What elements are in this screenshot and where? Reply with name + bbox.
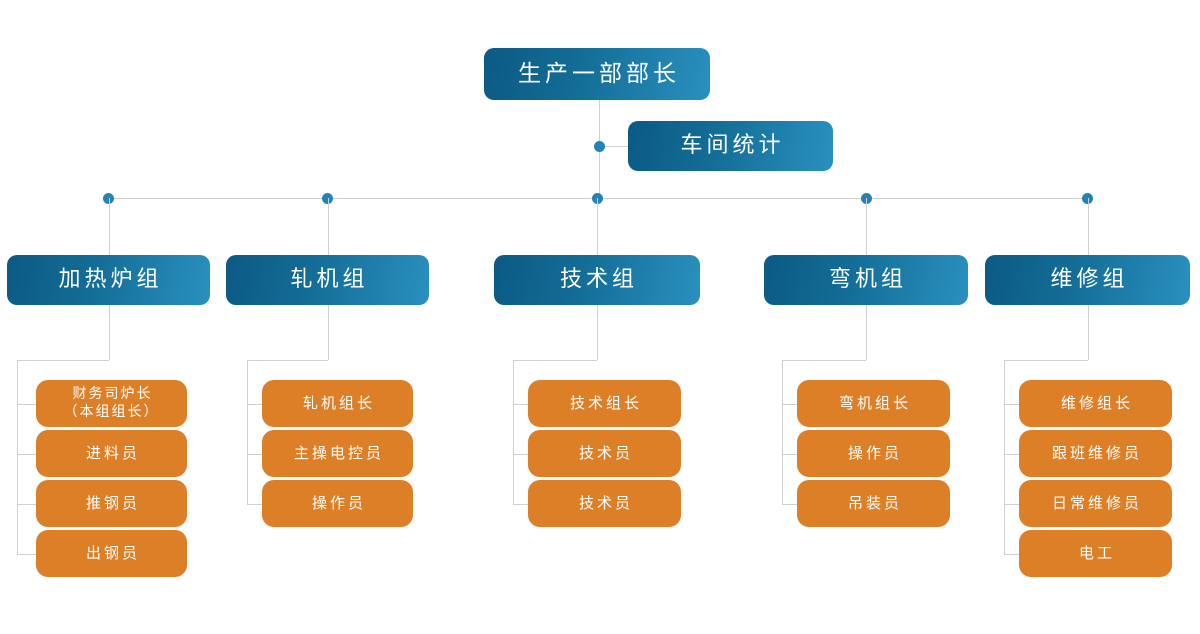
group-member-elbow-3 xyxy=(513,360,597,361)
member-stub-2-3 xyxy=(247,503,262,505)
member-stub-5-3 xyxy=(1004,503,1019,505)
member-spine-3 xyxy=(513,360,514,504)
group-member-drop-2 xyxy=(327,305,329,360)
member-box-1-2[interactable]: 进料员 xyxy=(36,430,187,477)
member-spine-5 xyxy=(1004,360,1005,554)
member-stub-4-1 xyxy=(782,403,797,405)
member-stub-3-2 xyxy=(513,453,528,455)
group-member-elbow-5 xyxy=(1004,360,1088,361)
member-spine-1 xyxy=(17,360,18,554)
aside-node-dot xyxy=(593,140,605,152)
group-drop-line-1 xyxy=(108,198,110,255)
member-box-5-4[interactable]: 电工 xyxy=(1019,530,1172,577)
member-box-1-1[interactable]: 财务司炉长 （本组组长） xyxy=(36,380,187,427)
member-stub-2-2 xyxy=(247,453,262,455)
member-stub-1-1 xyxy=(17,403,36,405)
member-box-3-1[interactable]: 技术组长 xyxy=(528,380,681,427)
group-member-drop-4 xyxy=(866,305,867,360)
member-box-4-2[interactable]: 操作员 xyxy=(797,430,950,477)
member-stub-1-3 xyxy=(17,503,36,505)
member-stub-1-2 xyxy=(17,453,36,455)
member-stub-3-3 xyxy=(513,503,528,505)
group-drop-line-3 xyxy=(597,198,598,255)
member-stub-5-2 xyxy=(1004,453,1019,455)
member-stub-5-1 xyxy=(1004,403,1019,405)
member-box-1-3[interactable]: 推钢员 xyxy=(36,480,187,527)
root-box[interactable]: 生产一部部长 xyxy=(484,48,710,100)
member-box-5-2[interactable]: 跟班维修员 xyxy=(1019,430,1172,477)
group-member-drop-5 xyxy=(1087,305,1089,360)
group-box-5[interactable]: 维修组 xyxy=(985,255,1190,305)
member-spine-2 xyxy=(247,360,248,504)
group-member-elbow-4 xyxy=(782,360,866,361)
member-box-3-2[interactable]: 技术员 xyxy=(528,430,681,477)
member-box-4-1[interactable]: 弯机组长 xyxy=(797,380,950,427)
member-box-4-3[interactable]: 吊装员 xyxy=(797,480,950,527)
group-box-4[interactable]: 弯机组 xyxy=(764,255,968,305)
group-box-1[interactable]: 加热炉组 xyxy=(7,255,210,305)
group-box-2[interactable]: 轧机组 xyxy=(226,255,429,305)
member-box-5-1[interactable]: 维修组长 xyxy=(1019,380,1172,427)
group-member-drop-3 xyxy=(597,305,598,360)
group-box-3[interactable]: 技术组 xyxy=(494,255,700,305)
member-box-2-3[interactable]: 操作员 xyxy=(262,480,413,527)
member-spine-4 xyxy=(782,360,783,504)
aside-box[interactable]: 车间统计 xyxy=(628,121,833,171)
group-member-drop-1 xyxy=(108,305,110,360)
member-stub-2-1 xyxy=(247,403,262,405)
aside-stub-line xyxy=(599,146,628,147)
member-stub-3-1 xyxy=(513,403,528,405)
group-drop-line-4 xyxy=(866,198,867,255)
group-drop-line-2 xyxy=(327,198,329,255)
member-stub-4-3 xyxy=(782,503,797,505)
member-box-2-1[interactable]: 轧机组长 xyxy=(262,380,413,427)
member-box-2-2[interactable]: 主操电控员 xyxy=(262,430,413,477)
group-drop-line-5 xyxy=(1087,198,1089,255)
member-box-5-3[interactable]: 日常维修员 xyxy=(1019,480,1172,527)
member-stub-1-4 xyxy=(17,553,36,555)
member-box-3-3[interactable]: 技术员 xyxy=(528,480,681,527)
group-member-elbow-1 xyxy=(17,360,109,361)
member-box-1-4[interactable]: 出钢员 xyxy=(36,530,187,577)
group-member-elbow-2 xyxy=(247,360,328,361)
member-stub-5-4 xyxy=(1004,553,1019,555)
member-stub-4-2 xyxy=(782,453,797,455)
